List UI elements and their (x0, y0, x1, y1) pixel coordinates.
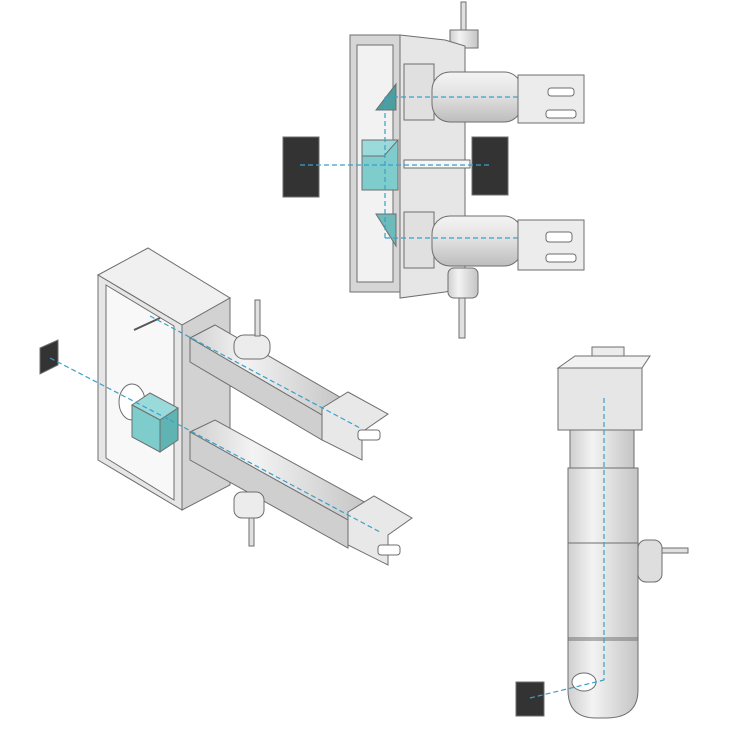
lower-connector-2 (545, 253, 577, 263)
bottom-post-collar (447, 267, 479, 299)
elbow (567, 639, 639, 719)
upper-connector-1 (547, 87, 575, 97)
bottom-post (458, 297, 466, 339)
upper-tube-collar (233, 334, 271, 360)
top-post (460, 1, 467, 31)
lower-connector-1 (545, 231, 573, 243)
isometric-view (39, 247, 413, 566)
elbow-port (571, 672, 597, 692)
upper-connector (357, 429, 381, 441)
vertical-tube-collar (569, 429, 635, 471)
front-view (282, 1, 585, 339)
camera-head-top (556, 355, 651, 369)
lower-connector (377, 544, 401, 556)
upper-tube-post (254, 299, 261, 337)
iso-beam-input (49, 357, 171, 421)
beam-splitter-cube-side (159, 407, 179, 453)
lower-camera-head (347, 495, 413, 566)
housing-window (403, 159, 471, 169)
upper-connector-2 (545, 109, 577, 119)
lower-tube-post (248, 517, 255, 547)
lower-camera-tube-underside (189, 431, 349, 549)
lower-prism (375, 213, 397, 248)
left-target (282, 136, 320, 198)
lower-tube-collar (233, 491, 265, 519)
single-camera-view (515, 346, 689, 719)
right-target (471, 136, 509, 196)
prism-rod (133, 317, 161, 331)
iso-target (39, 339, 59, 375)
single-target (515, 681, 545, 717)
side-port-post (661, 547, 689, 554)
side-port (637, 539, 663, 583)
lower-camera-tube (431, 215, 523, 267)
single-beam-horizontal (529, 679, 605, 699)
lower-tube-mount (403, 211, 435, 269)
upper-tube-mount (403, 63, 435, 121)
vertical-tube (567, 467, 639, 644)
camera-head (557, 367, 643, 431)
beam-splitter-cube-side (361, 139, 400, 157)
